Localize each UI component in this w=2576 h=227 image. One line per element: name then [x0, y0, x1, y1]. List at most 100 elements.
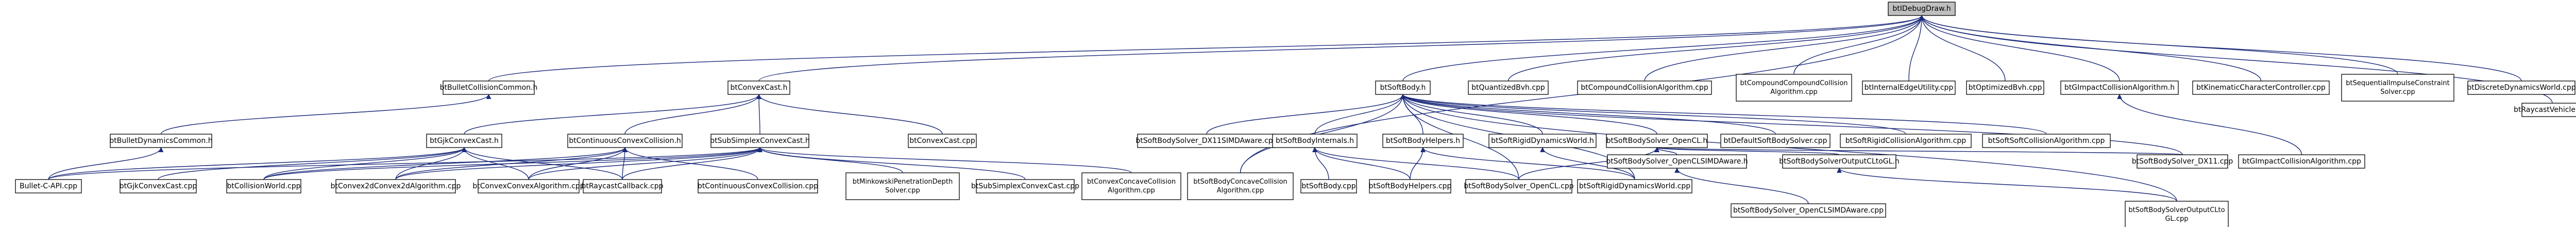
node-box[interactable] [1300, 179, 1357, 193]
node-box[interactable] [845, 172, 960, 200]
node-box[interactable] [226, 179, 301, 193]
node-box[interactable] [2060, 80, 2179, 95]
node-box[interactable] [583, 179, 662, 193]
node-box[interactable] [2137, 154, 2228, 169]
node-dx11simd[interactable]: btSoftBodySolver_DX11SIMDAware.cpp [1136, 134, 1278, 148]
node-quantizedbvh[interactable]: btQuantizedBvh.cpp [1468, 80, 1549, 95]
node-softrigiddynamicsworld_cpp[interactable]: btSoftRigidDynamicsWorld.cpp [1577, 179, 1692, 193]
node-continuousconvex_h[interactable]: btContinuousConvexCollision.h [567, 134, 683, 148]
node-box[interactable] [1488, 134, 1597, 148]
node-box[interactable] [1731, 203, 1886, 218]
node-box[interactable] [908, 134, 977, 148]
node-softrigidcollision[interactable]: btSoftRigidCollisionAlgorithm.cpp [1840, 134, 1972, 148]
node-box[interactable] [15, 179, 82, 193]
node-box[interactable] [426, 134, 502, 148]
node-continuousconvex_cpp[interactable]: btContinuousConvexCollision.cpp [698, 179, 818, 193]
node-box[interactable] [1369, 179, 1451, 193]
node-box[interactable] [727, 80, 790, 95]
node-box[interactable] [1982, 134, 2111, 148]
node-raycastcallback[interactable]: btRaycastCallback.cpp [581, 179, 664, 193]
node-discretedynamicsworld[interactable]: btDiscreteDynamicsWorld.cpp [2467, 80, 2576, 95]
node-box[interactable] [1375, 80, 1431, 95]
node-label: btGImpactCollisionAlgorithm.h [2064, 84, 2175, 92]
node-box[interactable] [443, 80, 535, 95]
node-convexcast[interactable]: btConvexCast.h [727, 80, 790, 95]
node-softbodyhelpers_h[interactable]: btSoftBodyHelpers.h [1382, 134, 1464, 148]
node-opencl_cpp[interactable]: btSoftBodySolver_OpenCL.cpp [1464, 179, 1574, 193]
node-convexconvex[interactable]: btConvexConvexAlgorithm.cpp [472, 179, 585, 193]
node-softbody_cpp[interactable]: btSoftBody.cpp [1300, 179, 1357, 193]
node-box[interactable] [1607, 154, 1747, 169]
node-convex2dconvex2d[interactable]: btConvex2dConvex2dAlgorithm.cpp [331, 179, 461, 193]
node-outputclgl_cpp[interactable]: btSoftBodySolverOutputCLtoGL.cpp [2125, 201, 2229, 227]
node-box[interactable] [2341, 74, 2454, 102]
node-box[interactable] [1888, 2, 1956, 16]
node-collisionworld[interactable]: btCollisionWorld.cpp [226, 179, 301, 193]
node-box[interactable] [2125, 201, 2229, 227]
node-bulletcapi[interactable]: Bullet-C-API.cpp [15, 179, 82, 193]
node-bulletcollisioncommon[interactable]: btBulletCollisionCommon.h [440, 80, 538, 95]
node-box[interactable] [976, 179, 1075, 193]
node-box[interactable] [1720, 134, 1831, 148]
node-softsoftcollision[interactable]: btSoftSoftCollisionAlgorithm.cpp [1982, 134, 2111, 148]
node-root[interactable]: btIDebugDraw.h [1888, 2, 1956, 16]
node-box[interactable] [1382, 134, 1464, 148]
node-label: btSubSimplexConvexCast.cpp [971, 182, 1079, 190]
node-box[interactable] [1137, 134, 1276, 148]
node-gimpactalgorithm_h[interactable]: btGImpactCollisionAlgorithm.h [2060, 80, 2179, 95]
node-box[interactable] [698, 179, 818, 193]
node-box[interactable] [1081, 172, 1181, 200]
node-box[interactable] [120, 179, 197, 193]
node-box[interactable] [567, 134, 683, 148]
node-box[interactable] [1577, 179, 1692, 193]
node-bulletdynamicscommon[interactable]: btBulletDynamicsCommon.h [109, 134, 213, 148]
node-softbody[interactable]: btSoftBody.h [1375, 80, 1431, 95]
node-softbodyinternals[interactable]: btSoftBodyInternals.h [1272, 134, 1358, 148]
node-softbodyhelpers_cpp[interactable]: btSoftBodyHelpers.cpp [1369, 179, 1452, 193]
node-label: btDefaultSoftBodySolver.cpp [1723, 137, 1827, 145]
node-outputclgl_h[interactable]: btSoftBodySolverOutputCLtoGL.h [1779, 154, 1900, 169]
node-box[interactable] [335, 179, 456, 193]
node-gimpactalgorithm_cpp[interactable]: btGImpactCollisionAlgorithm.cpp [2238, 154, 2365, 169]
node-gjkconvexcast_h[interactable]: btGjkConvexCast.h [426, 134, 502, 148]
node-compoundcollisionalgorithm[interactable]: btCompoundCollisionAlgorithm.cpp [1577, 80, 1712, 95]
node-dx11[interactable]: btSoftBodySolver_DX11.cpp [2132, 154, 2233, 169]
node-opencl_h[interactable]: btSoftBodySolver_OpenCL.h [1606, 134, 1708, 148]
node-box[interactable] [1577, 80, 1712, 95]
node-internaledgeutility[interactable]: btInternalEdgeUtility.cpp [1862, 80, 1956, 95]
node-box[interactable] [1736, 74, 1852, 102]
node-box[interactable] [1465, 179, 1572, 193]
node-box[interactable] [1840, 134, 1972, 148]
node-box[interactable] [1966, 80, 2044, 95]
node-subsimplex_h[interactable]: btSubSimplexConvexCast.h [710, 134, 810, 148]
node-box[interactable] [478, 179, 580, 193]
node-openclsimd_cpp[interactable]: btSoftBodySolver_OpenCLSIMDAware.cpp [1731, 203, 1886, 218]
node-optimizedbvh[interactable]: btOptimizedBvh.cpp [1966, 80, 2044, 95]
node-box[interactable] [1862, 80, 1956, 95]
node-softrigiddynamicsworld_h[interactable]: btSoftRigidDynamicsWorld.h [1488, 134, 1597, 148]
node-box[interactable] [1272, 134, 1358, 148]
node-defaultsoftbodysolver[interactable]: btDefaultSoftBodySolver.cpp [1720, 134, 1831, 148]
node-box[interactable] [710, 134, 809, 148]
node-box[interactable] [2521, 103, 2576, 117]
node-gjkconvexcast_cpp[interactable]: btGjkConvexCast.cpp [120, 179, 197, 193]
edge-gjkconvexcast_h-to-bulletcapi [48, 147, 467, 180]
node-box[interactable] [1468, 80, 1549, 95]
node-box[interactable] [2192, 80, 2330, 95]
node-box[interactable] [1187, 172, 1294, 200]
node-box[interactable] [1782, 154, 1896, 169]
node-box[interactable] [2467, 80, 2575, 95]
node-convexcast_cpp[interactable]: btConvexCast.cpp [908, 134, 977, 148]
node-raycastvehicle[interactable]: btRaycastVehicle.cpp [2514, 103, 2576, 117]
node-kinematiccharacter[interactable]: btKinematicCharacterController.cpp [2192, 80, 2330, 95]
node-box[interactable] [110, 134, 212, 148]
node-box[interactable] [1606, 134, 1708, 148]
node-openclsimd_h[interactable]: btSoftBodySolver_OpenCLSIMDAware.h [1606, 154, 1748, 169]
node-subsimplex_cpp[interactable]: btSubSimplexConvexCast.cpp [971, 179, 1079, 193]
node-box[interactable] [2238, 154, 2365, 169]
